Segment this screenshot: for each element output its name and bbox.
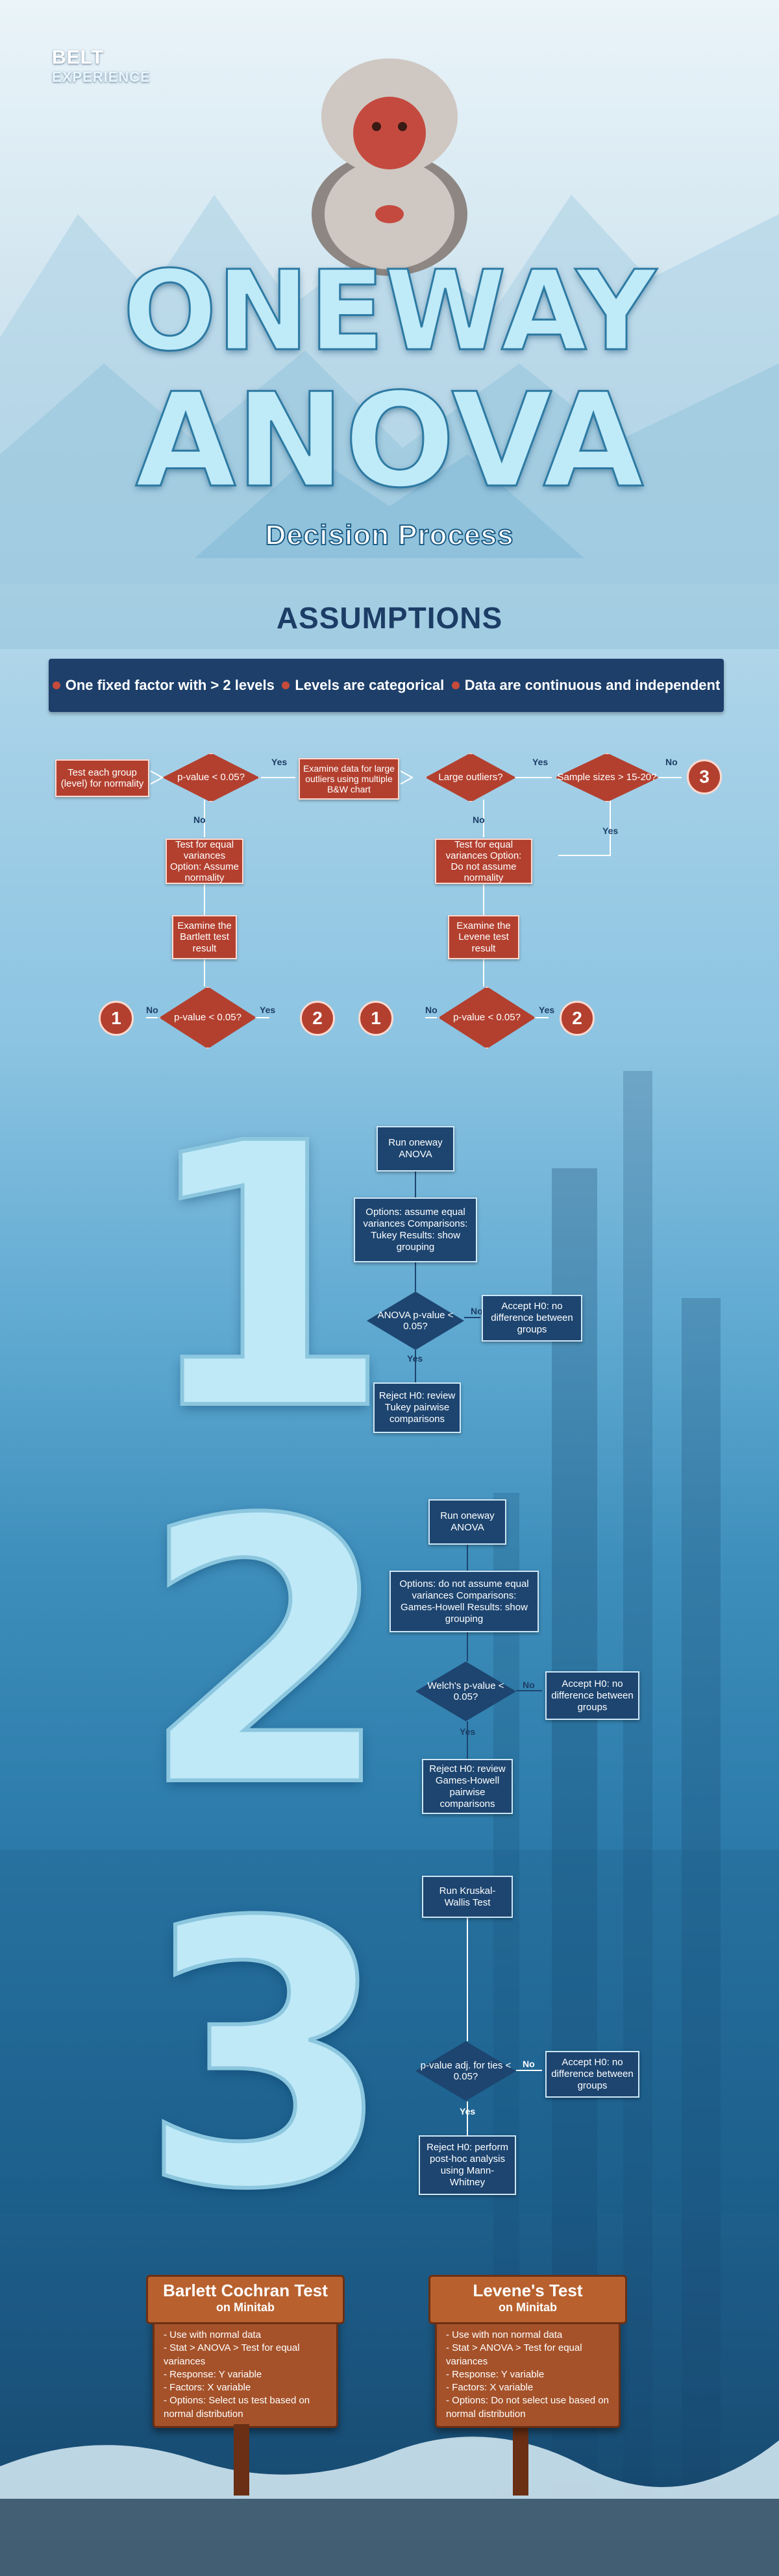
outcome-3: 3 bbox=[687, 759, 722, 794]
diamond-pvalue-normality: p-value < 0.05? bbox=[162, 753, 260, 802]
sign-barlett-header: Barlett Cochran Test on Minitab bbox=[146, 2275, 345, 2324]
label-no: No bbox=[665, 757, 678, 767]
diamond-kruskal-3: p-value adj. for ties < 0.05? bbox=[415, 2041, 516, 2101]
label-no: No bbox=[146, 1005, 158, 1015]
list-item: Response: Y variable bbox=[164, 2368, 329, 2381]
list-item: Response: Y variable bbox=[446, 2368, 612, 2381]
section-number-3: 3 bbox=[138, 1846, 395, 2269]
assumption-item: Data are continuous and independent bbox=[451, 677, 720, 694]
box-test-equal-var-right: Test for equal variances Option: Do not … bbox=[435, 839, 532, 884]
sign-levene-subtitle: on Minitab bbox=[499, 2301, 557, 2314]
list-item: Use with non normal data bbox=[446, 2329, 612, 2342]
label-no: No bbox=[193, 815, 206, 825]
outcome-2-right: 2 bbox=[560, 1001, 595, 1036]
box-options-1: Options: assume equal variances Comparis… bbox=[354, 1197, 477, 1262]
bullet-icon bbox=[451, 681, 460, 689]
box-options-2: Options: do not assume equal variances C… bbox=[390, 1571, 539, 1632]
diamond-large-outliers: Large outliers? bbox=[425, 753, 516, 802]
title-line2: ANOVA bbox=[134, 365, 645, 517]
assumptions-banner: One fixed factor with > 2 levels Levels … bbox=[49, 659, 724, 712]
box-run-anova-1: Run oneway ANOVA bbox=[377, 1126, 454, 1171]
label-yes: Yes bbox=[460, 1726, 476, 1737]
label-no: No bbox=[425, 1005, 438, 1015]
section-number-1: 1 bbox=[138, 1067, 395, 1490]
box-test-equal-var-left: Test for equal variances Option: Assume … bbox=[166, 839, 243, 884]
sign-levene-header: Levene's Test on Minitab bbox=[428, 2275, 627, 2324]
label-yes: Yes bbox=[602, 826, 619, 836]
title-subtitle: Decision Process bbox=[265, 519, 514, 552]
label-no: No bbox=[523, 1680, 535, 1690]
outcome-2-left: 2 bbox=[300, 1001, 335, 1036]
diamond-pvalue-bartlett: p-value < 0.05? bbox=[159, 987, 256, 1049]
logo-line1: BELT bbox=[52, 47, 105, 68]
sign-barlett-title: Barlett Cochran Test bbox=[163, 2281, 328, 2300]
list-item: Factors: X variable bbox=[446, 2381, 612, 2394]
label-yes: Yes bbox=[260, 1005, 276, 1015]
outcome-1-right: 1 bbox=[358, 1001, 393, 1036]
list-item: Stat > ANOVA > Test for equal variances bbox=[446, 2342, 612, 2368]
box-examine-outliers: Examine data for large outliers using mu… bbox=[299, 758, 399, 800]
assumption-item: Levels are categorical bbox=[282, 677, 444, 694]
label-yes: Yes bbox=[407, 1353, 423, 1364]
bullet-icon bbox=[282, 681, 290, 689]
label-yes: Yes bbox=[539, 1005, 555, 1015]
box-reject-3: Reject H0: perform post-hoc analysis usi… bbox=[419, 2135, 516, 2195]
sign-levene-title: Levene's Test bbox=[473, 2281, 583, 2300]
label-yes: Yes bbox=[532, 757, 549, 767]
sign-levene-list: Use with non normal data Stat > ANOVA > … bbox=[446, 2329, 612, 2421]
list-item: Options: Select us test based on normal … bbox=[164, 2394, 329, 2421]
box-examine-bartlett: Examine the Bartlett test result bbox=[172, 915, 237, 959]
outcome-1-left: 1 bbox=[99, 1001, 134, 1036]
sign-barlett-subtitle: on Minitab bbox=[216, 2301, 275, 2314]
assumption-item: One fixed factor with > 2 levels bbox=[52, 677, 275, 694]
list-item: Stat > ANOVA > Test for equal variances bbox=[164, 2342, 329, 2368]
box-run-anova-2: Run oneway ANOVA bbox=[428, 1499, 506, 1545]
box-accept-2: Accept H0: no difference between groups bbox=[545, 1671, 639, 1720]
label-no: No bbox=[471, 1306, 483, 1316]
box-run-kruskal: Run Kruskal-Wallis Test bbox=[422, 1876, 513, 1918]
sign-barlett-list: Use with normal data Stat > ANOVA > Test… bbox=[164, 2329, 329, 2421]
box-examine-levene: Examine the Levene test result bbox=[448, 915, 519, 959]
box-reject-2: Reject H0: review Games-Howell pairwise … bbox=[422, 1759, 513, 1814]
box-accept-3: Accept H0: no difference between groups bbox=[545, 2051, 639, 2098]
logo-line2: EXPERIENCE bbox=[52, 69, 151, 85]
label-yes: Yes bbox=[271, 757, 288, 767]
list-item: Use with normal data bbox=[164, 2329, 329, 2342]
box-test-normality: Test each group (level) for normality bbox=[55, 759, 149, 797]
label-no: No bbox=[523, 2059, 535, 2069]
box-reject-1: Reject H0: review Tukey pairwise compari… bbox=[373, 1382, 461, 1433]
diamond-anova-1: ANOVA p-value < 0.05? bbox=[367, 1292, 464, 1350]
bullet-icon bbox=[52, 681, 60, 689]
list-item: Options: Do not select use based on norm… bbox=[446, 2394, 612, 2421]
diamond-welch-2: Welch's p-value < 0.05? bbox=[415, 1662, 516, 1721]
box-accept-1: Accept H0: no difference between groups bbox=[482, 1295, 582, 1342]
title-line1: ONEWAY bbox=[122, 247, 657, 376]
list-item: Factors: X variable bbox=[164, 2381, 329, 2394]
brand-logo: BELT EXPERIENCE bbox=[52, 47, 151, 86]
diamond-pvalue-levene: p-value < 0.05? bbox=[438, 987, 536, 1049]
label-no: No bbox=[473, 815, 485, 825]
diamond-sample-sizes: Sample sizes > 15-20? bbox=[555, 753, 659, 802]
assumptions-title: ASSUMPTIONS bbox=[276, 601, 503, 635]
section-number-2: 2 bbox=[138, 1443, 395, 1867]
label-yes: Yes bbox=[460, 2106, 476, 2116]
